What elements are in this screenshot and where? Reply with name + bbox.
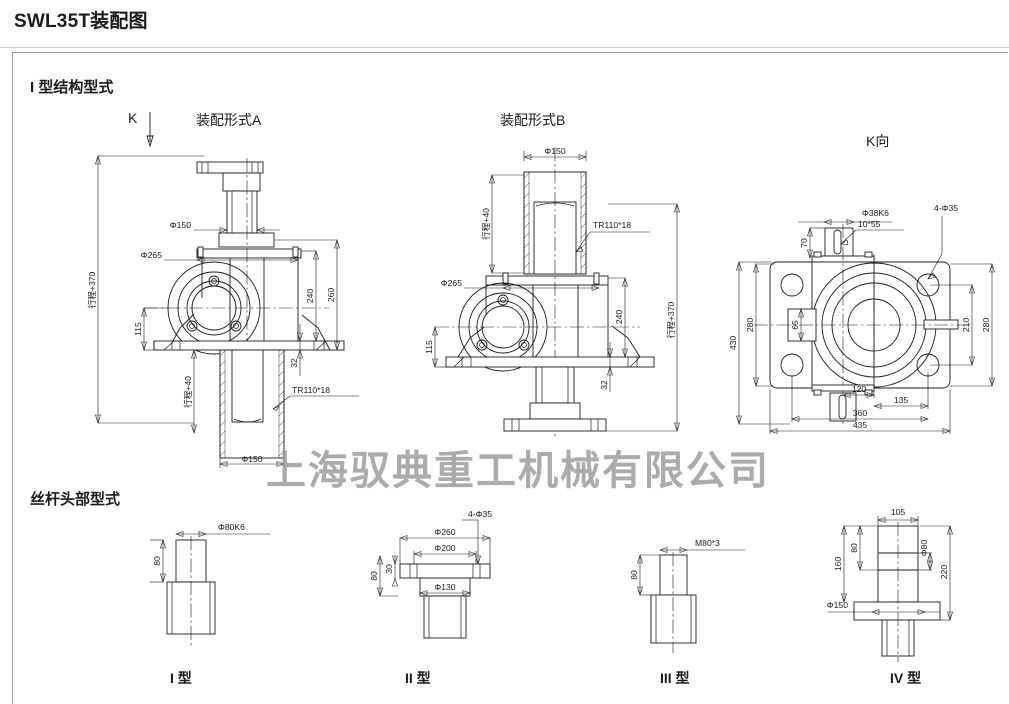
screw-head-label-4: IV 型 (890, 670, 922, 686)
screw-head-label-1: I 型 (170, 670, 192, 686)
dim-type2-hub-dia: Φ130 (434, 582, 455, 592)
dim-form-b-tube-length: 行程+40 (480, 208, 491, 240)
section-heading-screw-head: 丝杆头部型式 (30, 491, 121, 508)
dim-view-k-inner-height: 280 (745, 318, 755, 333)
dim-type1-top-dia: Φ80K6 (218, 522, 245, 532)
dim-type4-overall: 220 (939, 565, 949, 580)
dim-type4-shaft-dia: Φ80 (919, 540, 929, 557)
dim-form-a-tube-dia: Φ150 (241, 454, 262, 464)
title-divider (0, 47, 1009, 48)
dim-type4-flange-dia: Φ150 (827, 600, 848, 610)
k-arrow-label: K (128, 110, 138, 126)
screw-head-type-3: M80*3 80 (629, 538, 745, 653)
dim-form-a-thread-spec: TR110*18 (292, 385, 330, 395)
screw-head-label-3: III 型 (660, 670, 690, 686)
dim-type2-height: 80 (369, 571, 379, 581)
dim-form-b-foot-thickness: 32 (599, 380, 609, 390)
dim-form-a-foot-thickness: 32 (289, 358, 299, 368)
section-heading-structure: I 型结构型式 (30, 79, 114, 96)
figure-form-a: 行程+370 Φ150 Φ265 (86, 154, 359, 468)
dim-type4-upper: 80 (849, 543, 859, 553)
dim-view-k-shaft-len: 70 (799, 238, 809, 248)
dim-type2-flange-dia: Φ260 (434, 527, 455, 537)
screw-head-type-4: 105 160 80 Φ80 (827, 507, 953, 662)
dim-form-a-body-height: 240 (305, 289, 315, 304)
dim-form-b-housing-flange-dia: Φ265 (441, 278, 462, 288)
figure-form-b: Φ150 (424, 146, 680, 437)
dim-type3-height: 80 (629, 570, 639, 580)
dim-form-a-overall-height: 行程+370 (86, 272, 97, 309)
dim-view-k-360: 360 (853, 408, 868, 418)
page-title: SWL35T装配图 (14, 11, 148, 32)
k-direction-arrow (146, 112, 154, 148)
dim-form-b-base-height: 115 (424, 340, 434, 354)
dim-type2-bolt-circle: Φ200 (434, 543, 455, 553)
content-frame (12, 52, 1008, 704)
dim-view-k-outer-height: 430 (728, 336, 738, 351)
dim-form-b-overall-height: 行程+370 (665, 302, 676, 339)
screw-head-label-2: II 型 (405, 670, 431, 686)
dim-type2-bolt-holes: 4-Φ35 (468, 509, 492, 519)
dim-view-k-hole-span-v: 280 (981, 318, 991, 333)
figure-label-view-k: K向 (866, 133, 890, 149)
dim-form-a-tube-length: 行程+40 (182, 376, 193, 408)
dim-form-a-top-flange-dia: Φ150 (170, 220, 191, 230)
dim-view-k-hub-width: 65 (790, 320, 800, 330)
dim-view-k-hole-pitch-v: 210 (961, 318, 971, 333)
dim-form-a-base-height: 115 (133, 322, 143, 336)
dim-type1-height: 80 (152, 556, 162, 566)
dim-type3-thread: M80*3 (695, 538, 720, 548)
dim-view-k-bolt-holes: 4-Φ35 (934, 203, 958, 213)
dim-form-b-body-height: 240 (614, 310, 624, 325)
dim-view-k-120: 120 (852, 384, 867, 394)
dim-form-b-thread-spec: TR110*18 (593, 220, 631, 230)
screw-head-type-2: 4-Φ35 Φ260 Φ200 Φ130 (369, 509, 492, 639)
dim-type2-flange-thk: 30 (384, 564, 394, 574)
dim-form-a-total-body: 260 (326, 288, 336, 303)
dim-type4-width: 105 (891, 507, 906, 517)
dim-view-k-435: 435 (853, 420, 868, 430)
figure-label-form-a: 装配形式A (196, 112, 262, 128)
dim-view-k-keyway: 10*55 (858, 219, 881, 229)
dim-form-a-housing-flange-dia: Φ265 (141, 250, 162, 260)
dim-type4-total: 160 (833, 557, 843, 572)
screw-head-type-1: Φ80K6 80 (150, 522, 270, 646)
dim-view-k-135: 135 (894, 395, 909, 405)
dim-view-k-shaft-dia: Φ38K6 (862, 208, 889, 218)
figure-view-k: Φ38K6 10*55 70 (728, 203, 995, 434)
figure-label-form-b: 装配形式B (500, 112, 566, 128)
